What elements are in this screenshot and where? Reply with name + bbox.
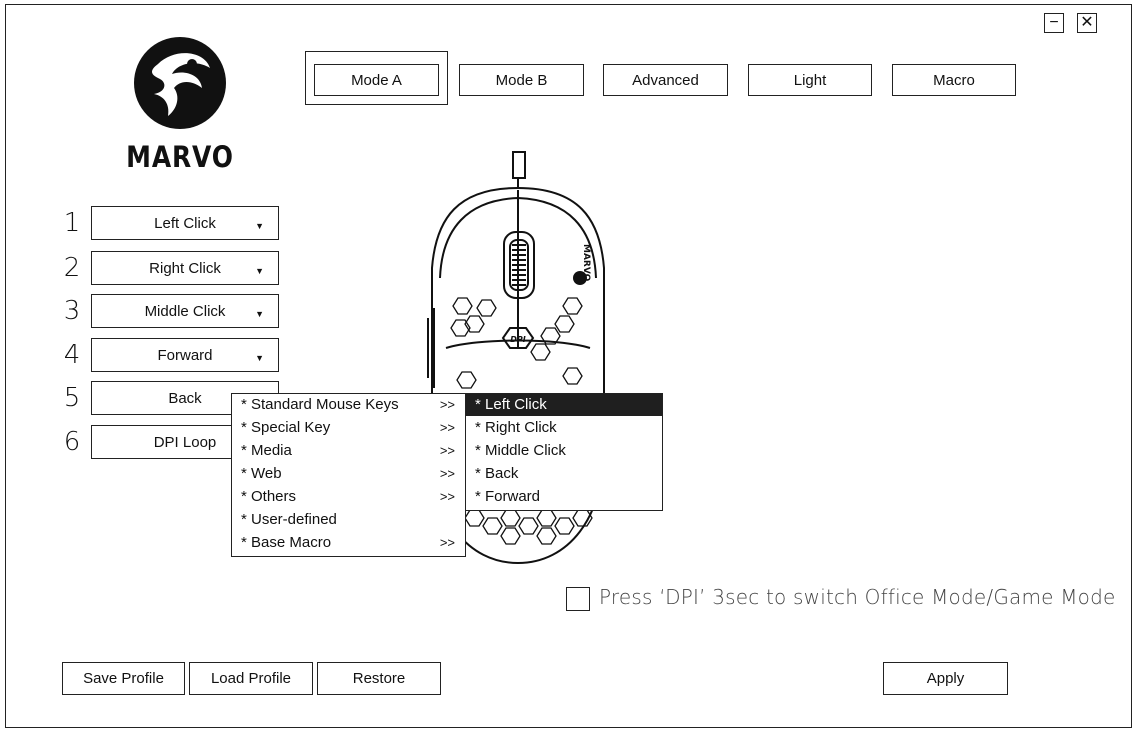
mouse-brand-text: MARVO [581, 244, 591, 282]
submenu-arrow-icon: >> [439, 420, 455, 435]
menu-item-special-key[interactable]: * Special Key >> [232, 417, 465, 439]
tab-label: Mode B [495, 71, 548, 89]
app-window [5, 4, 1132, 728]
active-tab-frame [305, 51, 448, 105]
apply-button[interactable]: Apply [883, 662, 1008, 695]
menu-item-others[interactable]: * Others >> [232, 486, 465, 508]
submenu-arrow-icon: >> [439, 397, 455, 412]
button-number: 6 [63, 427, 81, 457]
button-number: 1 [63, 208, 81, 238]
submenu-item-forward[interactable]: * Forward [466, 486, 662, 508]
caret-down-icon: ▼ [255, 221, 264, 231]
menu-item-user-defined[interactable]: * User-defined [232, 509, 465, 531]
mouse-dpi-label: DPI [510, 335, 526, 344]
tab-advanced[interactable]: Advanced [603, 64, 728, 96]
menu-item-label: * Web [241, 465, 282, 482]
mouse-illustration: DPI MARVO [427, 151, 605, 565]
submenu-item-middle-click[interactable]: * Middle Click [466, 440, 662, 462]
button-5-label: Back [168, 389, 202, 407]
save-profile-button[interactable]: Save Profile [62, 662, 185, 695]
menu-item-label: * Base Macro [241, 534, 332, 551]
submenu-item-left-click[interactable]: * Left Click [466, 394, 662, 416]
brand-name: MARVO [126, 140, 234, 174]
button-3-select[interactable]: Middle Click ▼ [91, 294, 279, 328]
office-mode-label: Press ‘DPI’ 3sec to switch Office Mode/G… [599, 585, 1116, 609]
button-number: 4 [63, 340, 81, 370]
button-number: 2 [63, 253, 81, 283]
button-4-select[interactable]: Forward ▼ [91, 338, 279, 372]
restore-label: Restore [352, 670, 406, 687]
tab-label: Macro [933, 71, 975, 89]
apply-label: Apply [926, 670, 965, 687]
submenu-arrow-icon: >> [439, 466, 455, 481]
menu-item-label: * User-defined [241, 511, 337, 528]
button-2-label: Right Click [149, 259, 221, 277]
submenu-item-label: * Right Click [475, 419, 557, 436]
button-2-select[interactable]: Right Click ▼ [91, 251, 279, 285]
menu-item-standard-mouse-keys[interactable]: * Standard Mouse Keys >> [232, 394, 465, 416]
standard-mouse-keys-submenu: * Left Click * Right Click * Middle Clic… [465, 393, 663, 511]
menu-item-web[interactable]: * Web >> [232, 463, 465, 485]
button-number: 5 [63, 383, 81, 413]
close-icon: ✕ [1080, 14, 1094, 31]
menu-item-base-macro[interactable]: * Base Macro >> [232, 532, 465, 554]
close-button[interactable]: ✕ [1077, 13, 1097, 33]
tab-label: Advanced [632, 71, 699, 89]
caret-down-icon: ▼ [255, 266, 264, 276]
load-profile-label: Load Profile [210, 670, 292, 687]
load-profile-button[interactable]: Load Profile [189, 662, 313, 695]
submenu-item-right-click[interactable]: * Right Click [466, 417, 662, 439]
tab-label: Light [793, 71, 827, 89]
assign-context-menu: * Standard Mouse Keys >> * Special Key >… [231, 393, 466, 557]
tab-mode-a[interactable]: Mode A [314, 64, 439, 96]
save-profile-label: Save Profile [83, 670, 164, 687]
button-1-select[interactable]: Left Click ▼ [91, 206, 279, 240]
submenu-item-label: * Left Click [475, 396, 547, 413]
button-6-label: DPI Loop [153, 433, 217, 451]
button-number: 3 [63, 296, 81, 326]
button-3-label: Middle Click [144, 302, 226, 320]
tab-light[interactable]: Light [748, 64, 872, 96]
menu-item-label: * Standard Mouse Keys [241, 396, 399, 413]
office-mode-checkbox[interactable] [566, 587, 590, 611]
menu-item-media[interactable]: * Media >> [232, 440, 465, 462]
minimize-button[interactable]: − [1044, 13, 1064, 33]
submenu-item-label: * Middle Click [475, 442, 566, 459]
caret-down-icon: ▼ [255, 309, 264, 319]
tab-label: Mode A [351, 71, 402, 89]
minimize-icon: − [1049, 14, 1059, 31]
button-4-label: Forward [157, 346, 213, 364]
marvo-logo-icon [134, 37, 226, 129]
submenu-item-label: * Forward [475, 488, 541, 505]
tab-macro[interactable]: Macro [892, 64, 1016, 96]
menu-item-label: * Special Key [241, 419, 331, 436]
restore-button[interactable]: Restore [317, 662, 441, 695]
submenu-arrow-icon: >> [439, 489, 455, 504]
submenu-item-label: * Back [475, 465, 519, 482]
submenu-item-back[interactable]: * Back [466, 463, 662, 485]
submenu-arrow-icon: >> [439, 443, 455, 458]
tab-mode-b[interactable]: Mode B [459, 64, 584, 96]
menu-item-label: * Others [241, 488, 297, 505]
submenu-arrow-icon: >> [439, 535, 455, 550]
menu-item-label: * Media [241, 442, 292, 459]
caret-down-icon: ▼ [255, 353, 264, 363]
button-1-label: Left Click [154, 214, 216, 232]
